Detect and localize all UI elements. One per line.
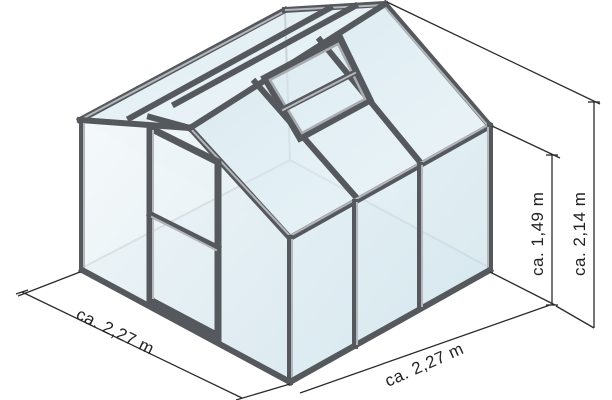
width-side-label: ca. 2,27 m xyxy=(382,339,467,391)
left-gable-wall xyxy=(80,122,290,382)
roof-frame xyxy=(75,0,495,243)
dimension-lines xyxy=(15,1,601,400)
width-front-label: ca. 2,27 m xyxy=(73,305,157,359)
height-ridge-label: ca. 2,14 m xyxy=(570,192,589,276)
right-side-wall xyxy=(290,126,490,382)
wall-frame xyxy=(77,119,495,387)
height-eave-label: ca. 1,49 m xyxy=(528,192,547,276)
door xyxy=(145,122,223,342)
